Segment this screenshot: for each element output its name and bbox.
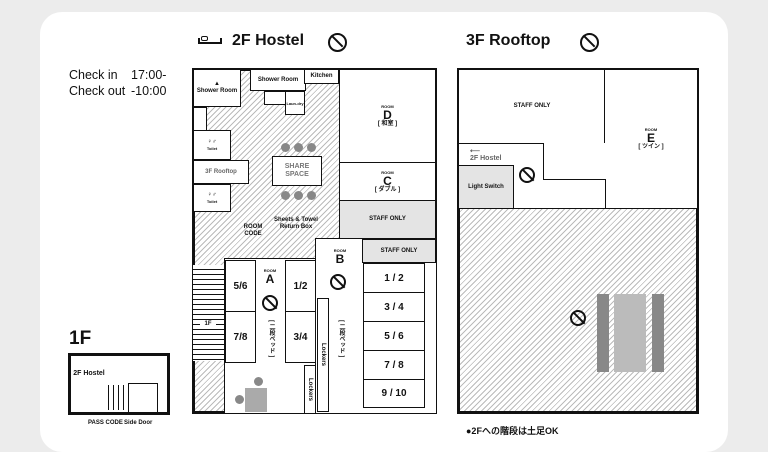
stairs-to-1f[interactable] [193, 265, 225, 361]
checkout-label: Check out [69, 84, 126, 98]
to-2f-label: 2F Hostel [73, 370, 105, 377]
no-smoking-icon [330, 274, 346, 290]
shower-room-2: Shower Room [250, 69, 306, 91]
stairs-1f-label: 1F [200, 321, 216, 327]
bed-icon [198, 34, 222, 48]
checkin-label: Check in [69, 68, 118, 82]
laundry: Laun-dry [285, 91, 305, 115]
bunk-a-3: 1/2 [285, 260, 316, 312]
floor2-title: 2F Hostel [232, 32, 305, 49]
lockers-b: Lockers [317, 298, 329, 412]
no-smoking-icon [328, 33, 347, 52]
floor1-title: 1F [69, 328, 92, 349]
washer [264, 91, 286, 105]
note: ●2Fへの階段は土足OK [466, 426, 559, 436]
room-code-label: ROOM CODE [243, 224, 263, 237]
room-a-type: [ 二段ベッド ] [268, 320, 274, 358]
pass-code-label: PASS CODE [88, 420, 123, 426]
corridor-wall [543, 143, 606, 180]
no-smoking-icon [519, 167, 535, 183]
light-switch-area: Light Switch [458, 165, 514, 209]
lockers-a: Lockers [304, 365, 316, 414]
side-door-label[interactable]: Side Door [124, 420, 153, 426]
bunk-b-1: 1 / 2 [363, 263, 425, 293]
bunk-a-2: 7/8 [225, 311, 256, 363]
staff-only-1: STAFF ONLY [339, 200, 436, 239]
toilet-2: ♀♂Toilet [193, 184, 231, 212]
room-b-type: [ 二段ベッド ] [338, 320, 344, 358]
bunk-b-4: 7 / 8 [363, 350, 425, 380]
bunk-b-3: 5 / 6 [363, 321, 425, 351]
no-smoking-icon [580, 33, 599, 52]
bench [597, 294, 609, 372]
return-box-label: Sheets & Towel Return Box [274, 217, 318, 230]
floor3-title: 3F Rooftop [466, 32, 551, 49]
checkin-time: 17:00- [131, 68, 167, 82]
bunk-b-5: 9 / 10 [363, 379, 425, 408]
sink [193, 107, 207, 132]
stairs-1f[interactable] [104, 385, 128, 410]
staff-only-3f: STAFF ONLY [458, 69, 606, 144]
no-smoking-icon [570, 310, 586, 326]
chair [254, 377, 263, 386]
staff-only-2: STAFF ONLY [362, 239, 436, 263]
no-smoking-icon [262, 295, 278, 311]
desk [245, 388, 267, 412]
chair [235, 395, 244, 404]
checkout-time: -10:00 [131, 84, 167, 98]
shower-room-1: ▲Shower Room [193, 69, 241, 107]
stairs-to-3f[interactable]: 3F Rooftop [193, 160, 249, 184]
bench [652, 294, 664, 372]
table [614, 294, 646, 372]
side-room [128, 383, 158, 413]
kitchen: Kitchen [304, 69, 339, 84]
bunk-b-2: 3 / 4 [363, 292, 425, 322]
toilet-1: ♀♂Toilet [193, 130, 231, 160]
bunk-a-1: 5/6 [225, 260, 256, 312]
checkin-info: Check in 17:00- Check out -10:00 [69, 67, 166, 99]
bunk-a-4: 3/4 [285, 311, 316, 363]
share-space: SHARE SPACE [272, 139, 322, 200]
stairs-to-2f[interactable]: ⟵2F Hostel [470, 148, 502, 162]
